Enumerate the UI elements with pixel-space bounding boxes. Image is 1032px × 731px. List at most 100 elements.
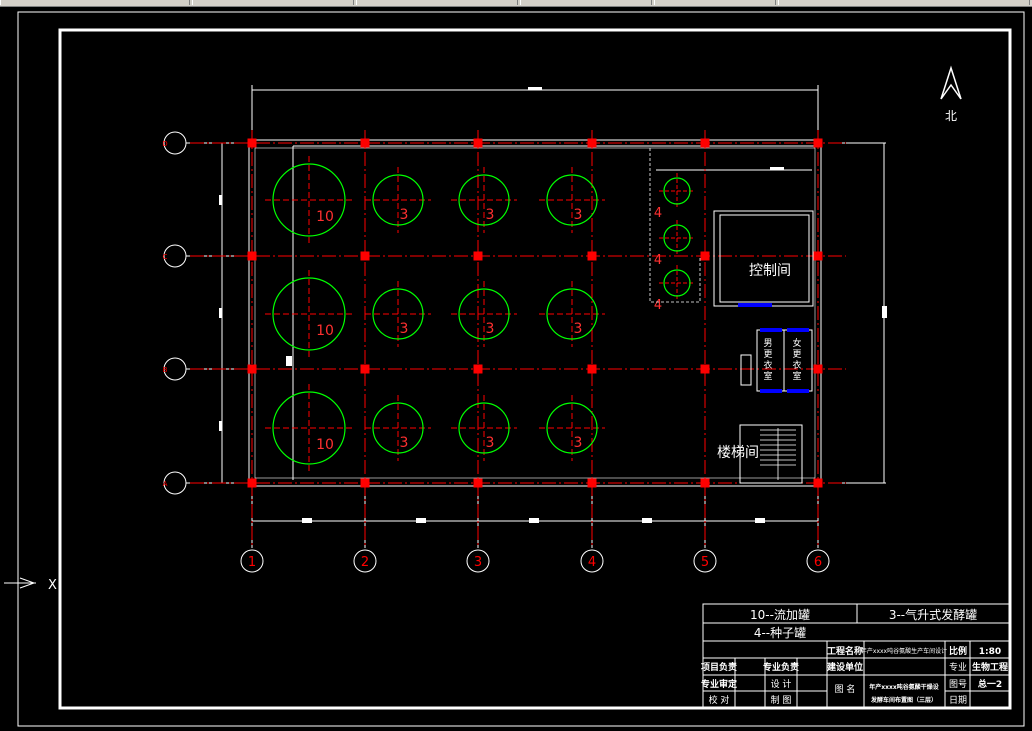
tank-circle <box>272 163 346 237</box>
structural-column <box>587 138 597 148</box>
discipline-lead-label: 专业负责 <box>763 661 799 673</box>
row-bubble-label: D <box>162 140 167 148</box>
tank-circle <box>458 402 510 454</box>
locker-char: 衣 <box>763 359 772 371</box>
ucs-icon: X <box>4 577 57 593</box>
tank: 3 <box>451 281 517 347</box>
tank-circle <box>458 174 510 226</box>
structural-column <box>813 138 823 148</box>
axis-bubble <box>806 549 830 573</box>
row-bubble <box>163 471 187 495</box>
axis-bubble <box>466 549 490 573</box>
tank-circle <box>663 269 691 297</box>
control-room-door <box>738 303 772 307</box>
tank-circle <box>272 391 346 465</box>
seed-zone-outline <box>649 148 701 303</box>
drawing-name-line2: 发酵车间布置图（三层） <box>870 696 937 704</box>
structural-column <box>247 364 257 374</box>
row-bubble-label: B <box>163 366 168 374</box>
tank-circle <box>458 288 510 340</box>
title-block-text: 10--流加罐 3--气升式发酵罐 4--种子罐 工程名称 年产xxxx吨谷氨酸… <box>701 607 1008 706</box>
axis-grid <box>190 130 846 546</box>
structural-column <box>813 364 823 374</box>
legend-3: 3--气升式发酵罐 <box>889 607 977 622</box>
discipline-label: 专业 <box>949 661 967 673</box>
tank: 10 <box>265 270 353 358</box>
tank-circle <box>663 224 691 252</box>
tank-label: 10 <box>316 437 334 453</box>
tank-label: 3 <box>486 207 495 223</box>
tank-circle <box>663 177 691 205</box>
tank-label: 4 <box>654 253 662 268</box>
tank: 3 <box>539 281 605 347</box>
axis-bubble-label: 3 <box>474 555 482 570</box>
toolbar-segment[interactable] <box>654 0 776 5</box>
structural-column <box>700 138 710 148</box>
row-bubble <box>163 357 187 381</box>
structural-column <box>247 251 257 261</box>
tank-label: 3 <box>574 207 583 223</box>
structural-column <box>473 251 483 261</box>
project-name-value: 年产xxxx吨谷氨酸生产车间设计 <box>861 647 947 655</box>
toolbar-segment[interactable] <box>0 0 190 5</box>
inner-frame <box>58 28 1012 710</box>
toolbar-segment[interactable] <box>778 0 1030 5</box>
title-block <box>702 603 1011 709</box>
columns <box>247 138 823 488</box>
tank: 3 <box>365 281 431 347</box>
tank-label: 3 <box>400 321 409 337</box>
legend-10: 10--流加罐 <box>750 608 810 622</box>
row-bubble-label: C <box>163 253 168 261</box>
design-label: 设 计 <box>771 678 792 690</box>
cad-drawing-canvas[interactable]: 北 X <box>0 7 1032 731</box>
locker-char: 更 <box>792 349 801 360</box>
small-tank: 4 <box>654 220 695 268</box>
locker-char: 室 <box>792 370 801 382</box>
axis-bubble-label: 5 <box>701 555 709 570</box>
tank-label: 3 <box>400 435 409 451</box>
structural-column <box>473 478 483 488</box>
discipline-review-label: 专业审定 <box>701 678 738 690</box>
toolbar-segment[interactable] <box>192 0 354 5</box>
tank-label: 3 <box>486 435 495 451</box>
tank: 10 <box>265 384 353 472</box>
tank-circle <box>546 402 598 454</box>
structural-column <box>473 138 483 148</box>
axis-bubble <box>353 549 377 573</box>
structural-column <box>247 478 257 488</box>
building-outline <box>248 139 822 487</box>
scale-value: 1:80 <box>979 647 1001 657</box>
tank-circle <box>546 288 598 340</box>
tank-circle <box>372 402 424 454</box>
builder-label: 建设单位 <box>827 661 863 673</box>
toolbar-segment[interactable] <box>356 0 518 5</box>
locker-char: 女 <box>792 337 801 349</box>
draft-label: 制 图 <box>771 694 792 706</box>
control-room-label: 控制间 <box>749 263 791 279</box>
legend-4: 4--种子罐 <box>754 626 806 640</box>
row-bubble <box>163 244 187 268</box>
project-name-label: 工程名称 <box>827 645 863 657</box>
structural-column <box>700 251 710 261</box>
axis-bubble <box>580 549 604 573</box>
tank: 3 <box>451 395 517 461</box>
check-label: 校 对 <box>709 694 730 706</box>
structural-column <box>813 478 823 488</box>
tank-circle <box>272 277 346 351</box>
toolbar-segment[interactable] <box>520 0 652 5</box>
tank-label: 3 <box>574 321 583 337</box>
axis-bubble-label: 1 <box>248 555 256 570</box>
structural-column <box>587 478 597 488</box>
tank-label: 10 <box>316 323 334 339</box>
discipline-value: 生物工程 <box>972 661 1008 673</box>
locker-char: 衣 <box>792 359 801 371</box>
tank-label: 3 <box>574 435 583 451</box>
axis-bubble-label: 6 <box>814 555 822 570</box>
stair-label: 楼梯间 <box>717 445 759 461</box>
north-label: 北 <box>945 109 957 123</box>
tank-label: 10 <box>316 209 334 225</box>
